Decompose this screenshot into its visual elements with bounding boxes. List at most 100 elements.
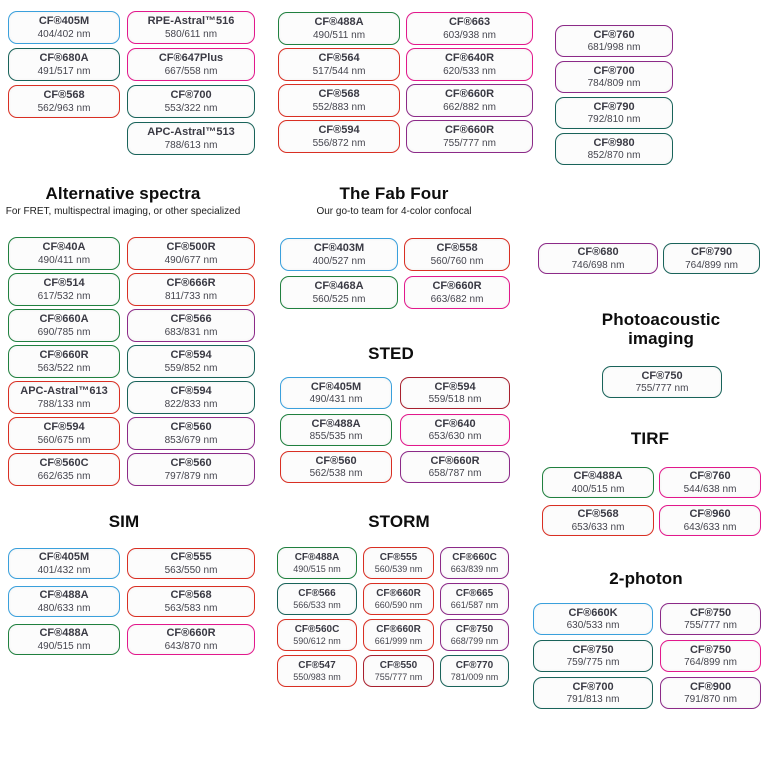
photoacoustic-imaging-heading: Photoacoustic imaging: [586, 310, 736, 348]
dye-name: CF®488A: [311, 417, 361, 430]
dye-ex-em: 563/583 nm: [164, 602, 218, 614]
dye-name: CF®560: [170, 421, 212, 434]
dye-name: CF®700: [572, 680, 614, 693]
dye-ex-em: 560/525 nm: [312, 293, 366, 305]
dye-ex-em: 550/983 nm: [293, 672, 341, 683]
dye-ex-em: 620/533 nm: [443, 65, 496, 77]
dye-ex-em: 617/532 nm: [37, 290, 91, 302]
section-title: Photoacoustic imaging: [601, 310, 721, 349]
dye-name: CF®660R: [430, 454, 480, 467]
section-title: STED: [368, 344, 414, 363]
dye-ex-em: 590/612 nm: [293, 636, 341, 647]
dye-ex-em: 400/515 nm: [571, 483, 625, 495]
dye-name: CF®660R: [376, 587, 421, 599]
dye-name: CF®568: [318, 88, 360, 101]
dye-ex-em: 784/809 nm: [587, 78, 641, 90]
dye-ex-em: 792/810 nm: [587, 114, 641, 126]
dye-ex-em: 660/590 nm: [374, 600, 423, 611]
dye-ex-em: 563/522 nm: [37, 362, 91, 374]
dye-name: CF®660R: [444, 88, 495, 101]
dye-ex-em: 811/733 nm: [164, 290, 218, 302]
dye-name: CF®594: [43, 421, 85, 434]
dye-name: CF®594: [318, 124, 360, 137]
dye-ex-em: 662/882 nm: [443, 101, 496, 113]
dye-name: CF®980: [593, 136, 635, 149]
dye-name: CF®750: [641, 369, 683, 382]
dye-name: CF®594: [170, 349, 212, 362]
dye-ex-em: 791/813 nm: [566, 694, 620, 706]
dye-name: CF®405M: [38, 551, 90, 564]
dye-ex-em: 759/775 nm: [566, 657, 620, 669]
dye-ex-em: 562/538 nm: [309, 468, 363, 480]
dye-name: CF®660R: [432, 280, 482, 293]
dye-ex-em: 401/432 nm: [37, 564, 91, 576]
dye-name: CF®680A: [39, 52, 89, 65]
dye-name: CF®488A: [39, 627, 89, 640]
dye-name: CF®514: [43, 277, 85, 290]
section-subtitle: Our go-to team for 4-color confocal: [316, 206, 472, 218]
dye-name: CF®550: [379, 659, 418, 671]
dye-name: CF®568: [43, 89, 85, 102]
dye-name: CF®660C: [452, 551, 497, 563]
dye-name: CF®488A: [39, 589, 89, 602]
dye-ex-em: 544/638 nm: [683, 483, 737, 495]
dye-name: CF®750: [572, 643, 614, 656]
dye-name: CF®40A: [42, 241, 86, 254]
dye-name: CF®566: [170, 313, 212, 326]
dye-ex-em: 556/872 nm: [312, 137, 366, 149]
dye-name: CF®760: [593, 28, 635, 41]
dye-ex-em: 662/635 nm: [37, 470, 91, 482]
dye-name: CF®700: [593, 64, 635, 77]
dye-name: CF®560: [315, 454, 357, 467]
dye-name: CF®665: [455, 587, 494, 599]
dye-name: CF®594: [434, 380, 476, 393]
dye-ex-em: 764/899 nm: [685, 259, 738, 271]
dye-ex-em: 490/515 nm: [293, 564, 341, 575]
dye-ex-em: 653/630 nm: [428, 431, 482, 443]
dye-name: CF®660R: [376, 623, 421, 635]
section-title: TIRF: [630, 429, 670, 448]
dye-ex-em: 553/322 nm: [164, 102, 218, 114]
dye-ex-em: 643/633 nm: [683, 521, 737, 533]
dye-name: CF®660K: [568, 606, 618, 619]
dye-ex-em: 755/777 nm: [443, 137, 496, 149]
dye-ex-em: 788/133 nm: [37, 398, 91, 410]
dye-name: CF®750: [455, 623, 494, 635]
dye-name: CF®900: [689, 680, 732, 693]
dye-ex-em: 668/799 nm: [450, 636, 499, 647]
dye-ex-em: 559/518 nm: [428, 394, 482, 406]
dye-ex-em: 764/899 nm: [684, 657, 737, 669]
